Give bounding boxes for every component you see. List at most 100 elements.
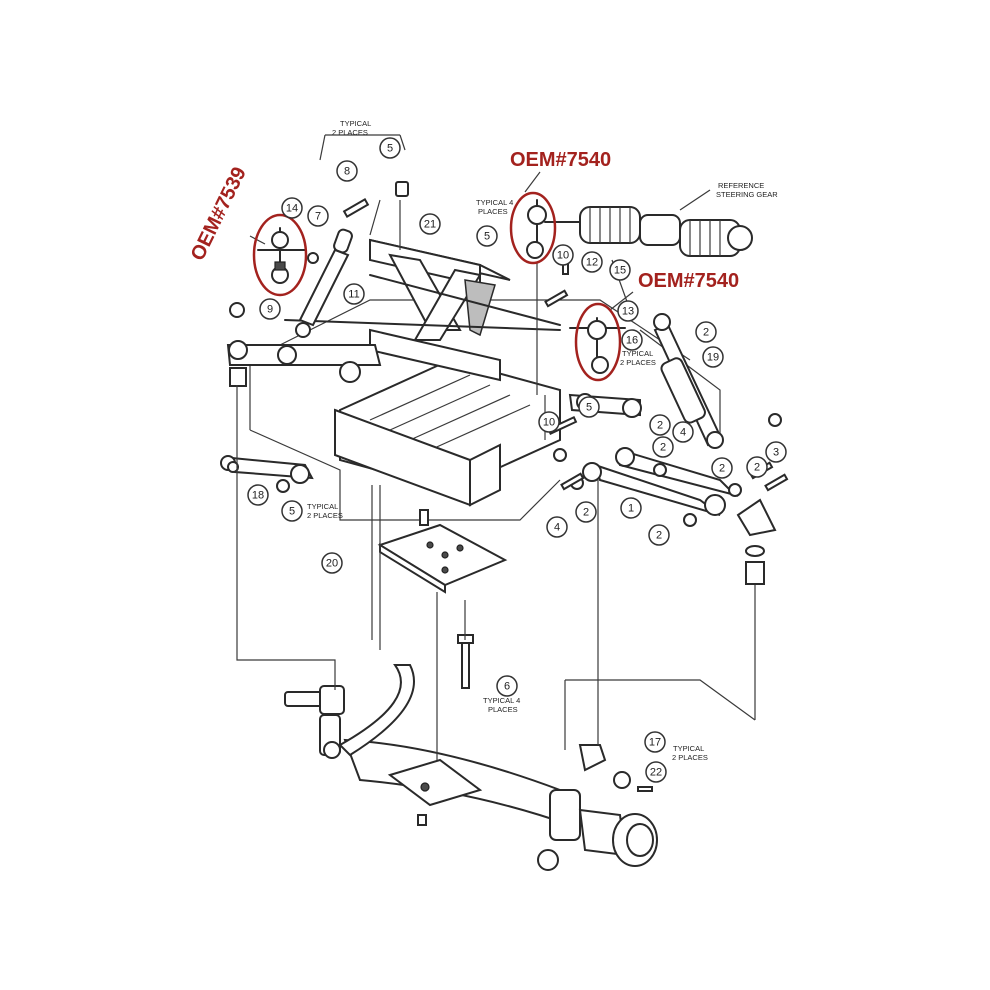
right-bracket [736,413,782,585]
callout-circle [379,137,401,159]
callout-9: 9 [259,298,281,320]
callout-18: 18 [247,484,269,506]
callout-number: 15 [614,265,626,277]
callout-2: 2 [575,501,597,523]
callout-circle [645,761,667,783]
callout-15: 15 [609,259,631,281]
callout-number: 2 [660,442,666,454]
callout-number: 5 [289,506,295,518]
callout-11: 11 [343,283,365,305]
note-typical-2-right-l2: 2 PLACES [620,358,656,367]
callout-16: 16 [621,329,643,351]
note-typical-2-left-l1: TYPICAL [307,502,338,511]
frame-assembly [249,238,721,521]
note-typical-2-bottom-l2: 2 PLACES [672,753,708,762]
callout-3: 3 [765,441,787,463]
tie-rod-end-right [569,317,626,374]
note-reference-l1: REFERENCE [718,181,764,190]
callout-circle [321,552,343,574]
note-typical-4-a-l2: PLACES [478,207,508,216]
callout-circle [617,300,639,322]
left-shock-absorber [295,228,353,338]
note-typical-2-left-l2: 2 PLACES [307,511,343,520]
right-spindle [537,744,658,871]
callout-2: 2 [648,524,670,546]
callout-circle [711,457,733,479]
callout-number: 2 [656,530,662,542]
callout-circle [259,298,281,320]
callout-number: 10 [557,250,569,262]
note-typical-2-top-l1: TYPICAL [340,119,371,128]
oem-label-left: OEM#7539 [187,164,251,265]
oem-highlight-rings [252,191,622,382]
note-typical-4-a-l1: TYPICAL 4 [476,198,513,207]
callout-number: 5 [387,143,393,155]
callout-circle [476,225,498,247]
tie-rod-end-top [526,199,547,259]
callout-number: 17 [649,737,661,749]
note-typical-2-right-l1: TYPICAL [622,349,653,358]
callout-2: 2 [711,457,733,479]
callout-4: 4 [672,421,694,443]
callout-circle [644,731,666,753]
callout-number: 2 [703,327,709,339]
callout-4: 4 [546,516,568,538]
callout-number: 16 [626,335,638,347]
right-lower-arm-1 [553,447,742,527]
right-shock-absorber-19 [653,313,724,449]
oem-label-right: OEM#7540 [638,270,739,292]
left-lower-link-18 [220,455,314,493]
callout-circle [695,321,717,343]
callout-number: 6 [504,681,510,693]
callout-circle [336,160,358,182]
callout-number: 19 [707,352,719,364]
callout-21: 21 [419,213,441,235]
callout-number: 7 [315,211,321,223]
notes: TYPICAL 2 PLACES TYPICAL 4 PLACES REFERE… [307,119,778,762]
callout-circle [702,346,724,368]
callout-circle [578,396,600,418]
callout-14: 14 [281,197,303,219]
callout-circle [672,421,694,443]
callout-circle [621,329,643,351]
callout-circle [281,197,303,219]
callout-number: 8 [344,166,350,178]
left-upper-link [226,302,382,387]
callout-number: 12 [586,257,598,269]
callout-10: 10 [552,244,574,266]
callout-number: 1 [628,503,634,515]
callout-circle [609,259,631,281]
callout-8: 8 [336,160,358,182]
callout-circle [581,251,603,273]
callout-17: 17 [644,731,666,753]
callout-10: 10 [538,411,560,433]
mount-plate-20 [377,509,508,594]
note-typical-2-bottom-l1: TYPICAL [673,744,704,753]
callout-2: 2 [649,414,671,436]
callout-circle [652,436,674,458]
callout-circle [419,213,441,235]
callout-7: 7 [307,205,329,227]
steering-gear [544,206,753,257]
callout-circle [496,675,518,697]
callout-5: 5 [476,225,498,247]
callout-number: 5 [586,402,592,414]
callout-20: 20 [321,552,343,574]
callout-number: 20 [326,558,338,570]
note-typical-4-b-l1: TYPICAL 4 [483,696,520,705]
callout-6: 6 [496,675,518,697]
callout-5: 5 [578,396,600,418]
callout-circle [765,441,787,463]
callout-22: 22 [645,761,667,783]
callout-number: 21 [424,219,436,231]
callout-number: 10 [543,417,555,429]
callout-number: 4 [554,522,560,534]
callout-number: 3 [773,447,779,459]
callout-circle [307,205,329,227]
left-spindle [284,685,345,759]
callout-circle [649,414,671,436]
oem-label-top: OEM#7540 [510,149,611,171]
callout-12: 12 [581,251,603,273]
callout-circle [746,456,768,478]
